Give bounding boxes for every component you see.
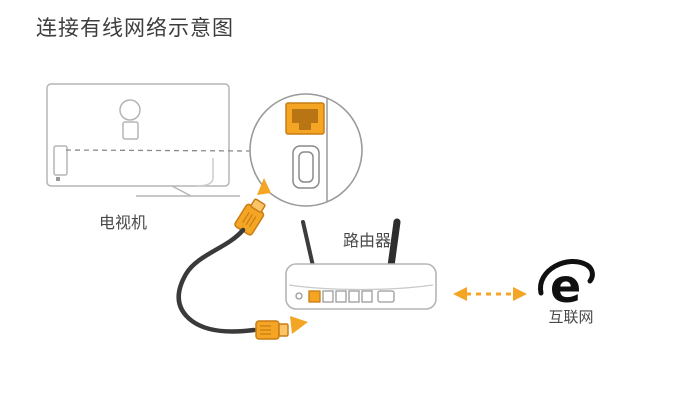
tv-stand xyxy=(136,185,240,197)
ethernet-port-icon xyxy=(285,102,325,135)
dashed-double-arrow xyxy=(453,287,527,301)
tv-illustration xyxy=(46,83,240,197)
ethernet-connector-upper xyxy=(234,198,266,236)
router-lan-port xyxy=(335,290,347,303)
ethernet-connector-lower xyxy=(255,320,289,340)
router-lan-port xyxy=(322,290,334,303)
tv-port-panel xyxy=(53,145,68,176)
tv-mount-hole xyxy=(119,99,141,121)
router-label: 路由器 xyxy=(343,231,392,250)
router-led xyxy=(295,292,303,300)
internet-explorer-icon: e xyxy=(538,258,595,313)
port-magnifier xyxy=(249,93,363,207)
arrow-right-icon xyxy=(290,316,308,334)
hdmi-port-icon xyxy=(292,145,320,189)
page-title: 连接有线网络示意图 xyxy=(36,16,234,40)
router-antenna-right xyxy=(387,218,401,270)
router-face-divider xyxy=(288,284,434,291)
magnifier-callout-line xyxy=(65,149,251,152)
ie-orbit-swoosh xyxy=(538,258,595,296)
router-illustration xyxy=(285,218,437,310)
network-cable xyxy=(176,227,257,334)
router-antenna-left xyxy=(301,220,315,268)
tv-mount-plate xyxy=(122,121,139,140)
router-lan-port-active xyxy=(308,290,321,303)
tv-panel-curve xyxy=(195,158,214,187)
tv-screw-detail xyxy=(56,177,60,181)
arrow-up-icon xyxy=(257,178,271,195)
router-lan-port xyxy=(348,290,360,303)
internet-label: 互联网 xyxy=(548,308,594,326)
router-lan-port xyxy=(361,290,373,303)
tv-label: 电视机 xyxy=(99,213,148,232)
router-wan-port xyxy=(377,290,395,303)
